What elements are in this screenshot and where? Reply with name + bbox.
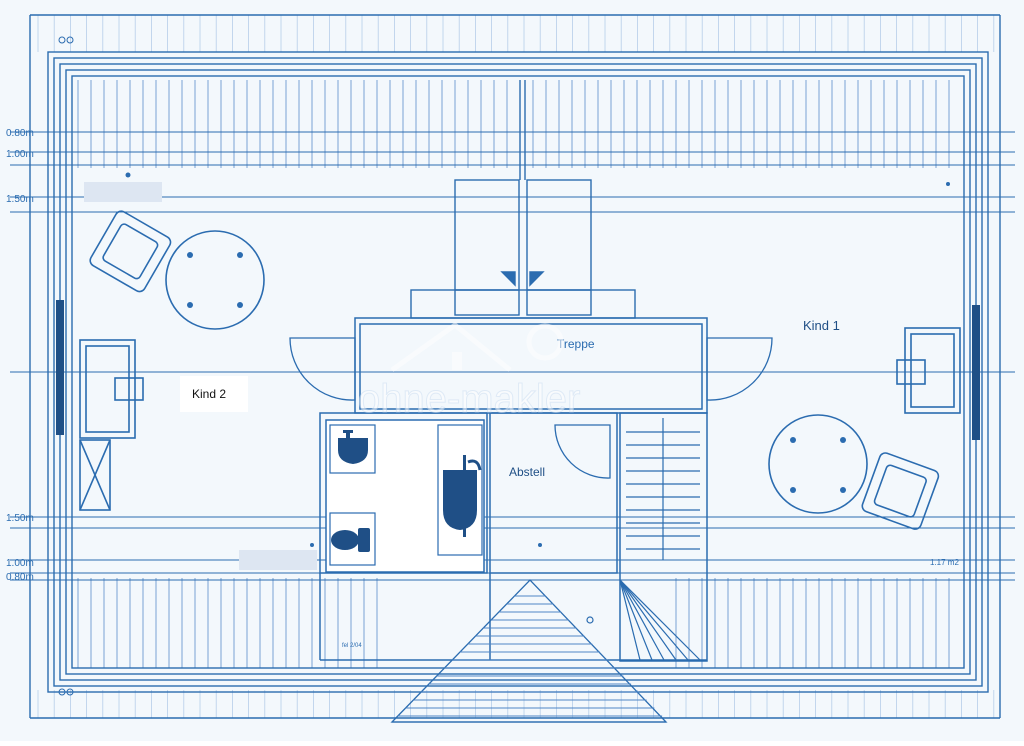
dim-080-bottom: 0.80m (6, 572, 34, 583)
side-windows (56, 300, 980, 440)
stair-winder (619, 579, 653, 661)
room-label-kind2: Kind 2 (192, 387, 226, 401)
dormer-windows (410, 179, 636, 319)
kind2-furniture (79, 210, 265, 511)
dim-080-top: 0.80m (6, 128, 34, 139)
sink-icon (338, 430, 368, 464)
room-label-kind1: Kind 1 (803, 318, 840, 333)
kind1-furniture (768, 327, 961, 530)
area-note: 1.17 m2 (930, 558, 959, 567)
dimension-lines (10, 131, 1015, 581)
corner-marks (58, 36, 74, 696)
gable-hatch (397, 595, 663, 717)
redacted-label (84, 182, 162, 202)
dimension-labels: 0.80m 1.00m 1.50m 1.50m 1.00m 0.80m (6, 128, 34, 583)
dim-150-top: 1.50m (6, 194, 34, 205)
stair-winder (619, 579, 689, 661)
table-dots-kind1 (790, 437, 846, 493)
grid-lines (37, 15, 995, 718)
redacted-label (239, 550, 317, 570)
stair-winder (619, 579, 677, 661)
stair-winder (619, 579, 641, 661)
dim-150-bottom: 1.50m (6, 513, 34, 524)
watermark-logo: ohne-makler (358, 321, 581, 422)
room-label-abstell: Abstell (509, 465, 545, 479)
table-dots-kind2 (187, 252, 243, 308)
stair-winder (619, 579, 701, 661)
markers (125, 172, 950, 624)
watermark-text: ohne-makler (358, 377, 580, 421)
toilet-icon (331, 528, 370, 552)
stair-winder (619, 579, 665, 661)
room-label-treppe: Treppe (557, 337, 595, 351)
dim-100-top: 1.00m (6, 149, 34, 160)
staircase (619, 418, 701, 661)
small-note: fel 2/04 (342, 643, 362, 649)
gable-triangle (390, 579, 668, 723)
bathtub-icon (443, 455, 482, 537)
roof-rafters (77, 80, 950, 668)
kind2-label-box (180, 376, 248, 412)
dim-100-bottom: 1.00m (6, 558, 34, 569)
